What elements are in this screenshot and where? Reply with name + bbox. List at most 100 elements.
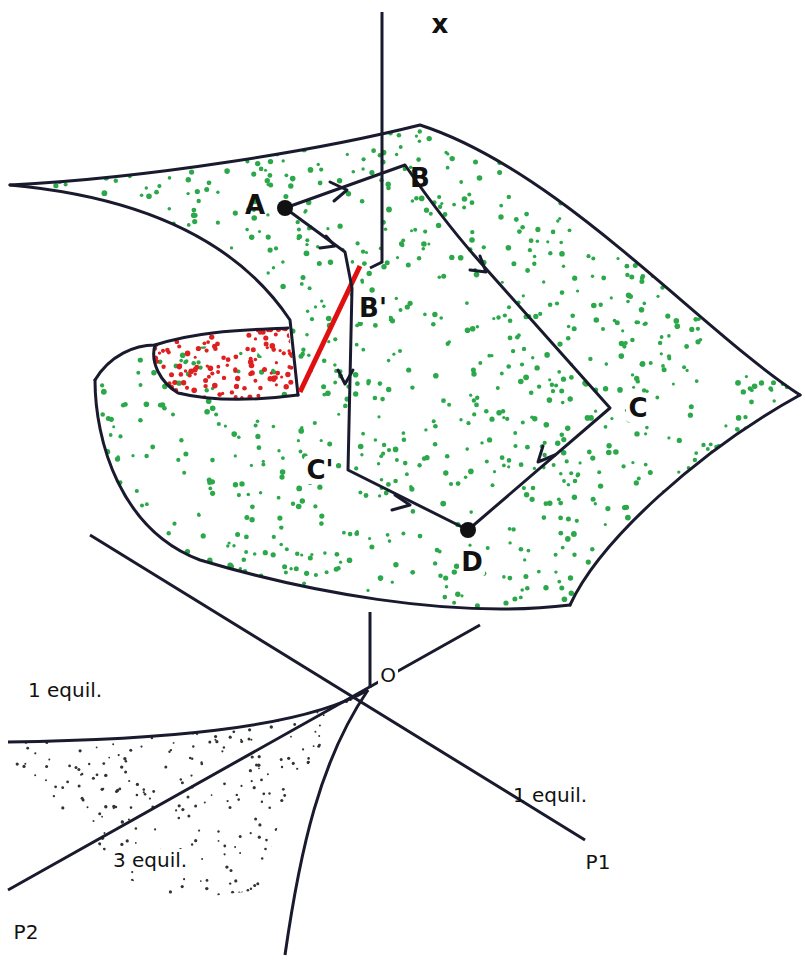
dot (251, 597, 254, 600)
dot (314, 573, 318, 577)
dot (596, 599, 600, 603)
dot (674, 490, 677, 493)
dot (331, 889, 333, 891)
dot (150, 326, 155, 331)
dot (416, 157, 421, 162)
dot (50, 550, 53, 553)
dot (735, 295, 738, 298)
dot (49, 888, 51, 890)
dot (559, 389, 564, 394)
dot (534, 365, 539, 370)
dot (703, 301, 707, 305)
dot (182, 304, 185, 307)
dot (465, 301, 469, 305)
dot (452, 569, 457, 574)
dot (560, 433, 565, 438)
dot (352, 170, 356, 174)
dot (518, 379, 524, 385)
dot (261, 801, 263, 803)
dot (613, 119, 618, 124)
dot (645, 426, 649, 430)
dot (793, 526, 798, 531)
dot (337, 178, 342, 183)
dot (235, 608, 240, 613)
dot (544, 352, 550, 358)
dot (151, 370, 156, 375)
dot (223, 845, 226, 848)
dot (705, 176, 709, 180)
dot (186, 177, 191, 182)
dot (264, 341, 269, 346)
dot (419, 196, 425, 202)
dot (101, 389, 106, 394)
dot (38, 884, 40, 886)
dot (161, 327, 165, 331)
dot (70, 201, 73, 204)
dot (551, 230, 556, 235)
dot (321, 384, 326, 389)
dot (789, 169, 792, 172)
dot (410, 570, 415, 575)
dot (496, 315, 500, 319)
dot (631, 373, 634, 376)
dot (355, 343, 359, 347)
dot (214, 326, 217, 329)
dot (45, 800, 48, 803)
dot (150, 445, 155, 450)
dot (88, 895, 90, 897)
dot (441, 274, 446, 279)
dot (273, 375, 278, 380)
dot (105, 535, 111, 541)
dot (192, 219, 197, 224)
dot (640, 362, 644, 366)
dot (170, 604, 173, 607)
dot (22, 765, 25, 768)
dot (681, 121, 684, 124)
dot (226, 544, 229, 547)
dot (452, 601, 456, 605)
dot (319, 521, 324, 526)
dot (233, 597, 238, 602)
dot (500, 455, 505, 460)
dot (554, 570, 557, 573)
dot (106, 530, 110, 534)
dot (533, 255, 537, 259)
dot (161, 604, 166, 609)
dot (13, 817, 15, 819)
dot (172, 380, 177, 385)
dot (743, 596, 747, 600)
dot (639, 307, 645, 313)
dot (186, 192, 189, 195)
dot (612, 177, 616, 181)
dot (94, 136, 97, 139)
dot (43, 730, 45, 732)
dot (20, 262, 24, 266)
dot (126, 839, 129, 842)
dot (173, 310, 177, 314)
dot (594, 410, 597, 413)
dot (47, 175, 51, 179)
dot (519, 462, 524, 467)
dot (464, 476, 468, 480)
dot (382, 443, 386, 447)
dot (289, 366, 293, 370)
dot (350, 809, 352, 811)
dot (296, 486, 302, 492)
dot (324, 754, 326, 756)
dot (74, 857, 76, 859)
dot (490, 354, 493, 357)
dot (69, 887, 72, 890)
dot (36, 464, 42, 470)
dot (22, 689, 25, 692)
dot (102, 190, 108, 196)
dot (393, 447, 399, 453)
dot (360, 453, 363, 456)
dot (305, 785, 308, 788)
dot (796, 503, 800, 507)
dot (415, 135, 418, 138)
dot (411, 509, 416, 514)
dot (258, 823, 261, 826)
dot (373, 323, 378, 328)
dot (159, 401, 164, 406)
dot (474, 272, 480, 278)
